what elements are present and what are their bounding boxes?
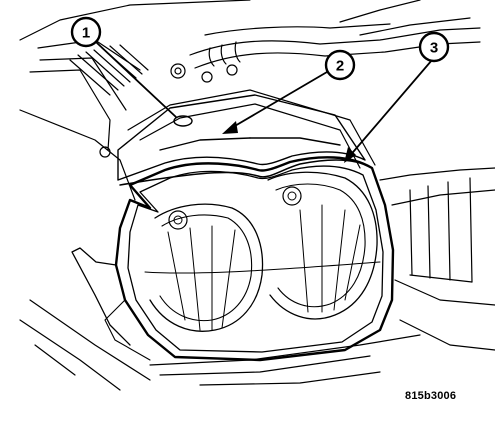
callout-number-3: 3 (430, 40, 438, 57)
callout-circle-1 (70, 16, 102, 48)
callout-1: 1 (70, 16, 102, 48)
callout-leaders (96, 42, 433, 159)
callout-circle-2 (324, 49, 356, 81)
headlamp-assembly (71, 156, 395, 362)
callout-circle-3 (418, 31, 450, 63)
callout-arrowheads (222, 121, 356, 163)
callout-number-2: 2 (336, 58, 344, 75)
figure-code-label: 815b3006 (405, 390, 457, 402)
bumper-fascia-lines (19, 299, 421, 391)
callout-number-1: 1 (82, 25, 90, 42)
callout-3: 3 (418, 31, 450, 63)
callout-2: 2 (324, 49, 356, 81)
